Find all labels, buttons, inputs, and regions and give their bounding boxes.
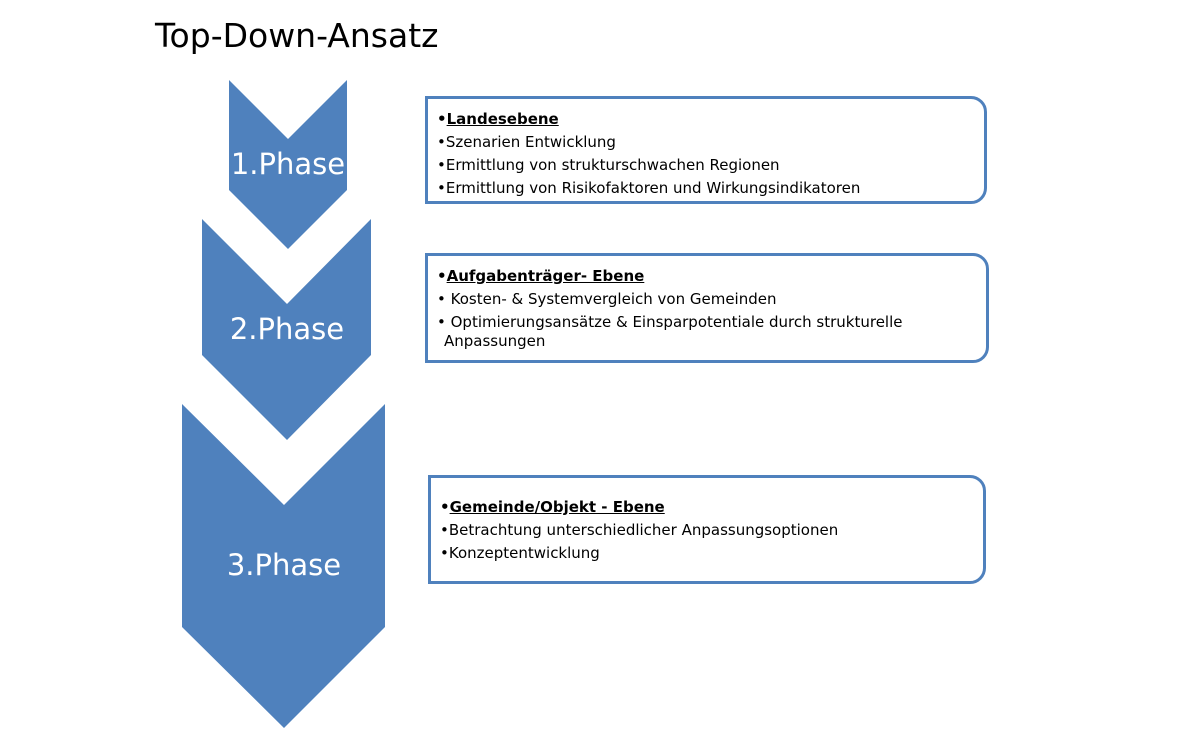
- phase-3-arrow: [182, 404, 385, 728]
- phase-1-arrow: [229, 80, 347, 249]
- phase-1-item: •Ermittlung von strukturschwachen Region…: [437, 156, 780, 174]
- phase-2-arrow: [202, 219, 371, 440]
- phase-3-item: •Konzeptentwicklung: [440, 544, 600, 562]
- phase-3-box: •Gemeinde/Objekt - Ebene •Betrachtung un…: [428, 475, 986, 584]
- phase-1-heading: •Landesebene: [437, 110, 559, 128]
- phase-3-label: 3.Phase: [226, 548, 342, 582]
- phase-2-item: • Optimierungsansätze & Einsparpotential…: [437, 313, 903, 350]
- phase-2-label: 2.Phase: [229, 312, 345, 346]
- phase-3-heading: •Gemeinde/Objekt - Ebene: [440, 498, 665, 516]
- phase-1-item: •Ermittlung von Risikofaktoren und Wirku…: [437, 179, 861, 197]
- page-title: Top-Down-Ansatz: [155, 16, 439, 55]
- phase-2-item: • Kosten- & Systemvergleich von Gemeinde…: [437, 290, 777, 308]
- phase-2-box: •Aufgabenträger- Ebene • Kosten- & Syste…: [425, 253, 989, 363]
- phase-1-box: •Landesebene •Szenarien Entwicklung •Erm…: [425, 96, 987, 204]
- phase-3-item: •Betrachtung unterschiedlicher Anpassung…: [440, 521, 839, 539]
- phase-1-item: •Szenarien Entwicklung: [437, 133, 616, 151]
- phase-1-label: 1.Phase: [230, 147, 346, 181]
- phase-2-heading: •Aufgabenträger- Ebene: [437, 267, 645, 285]
